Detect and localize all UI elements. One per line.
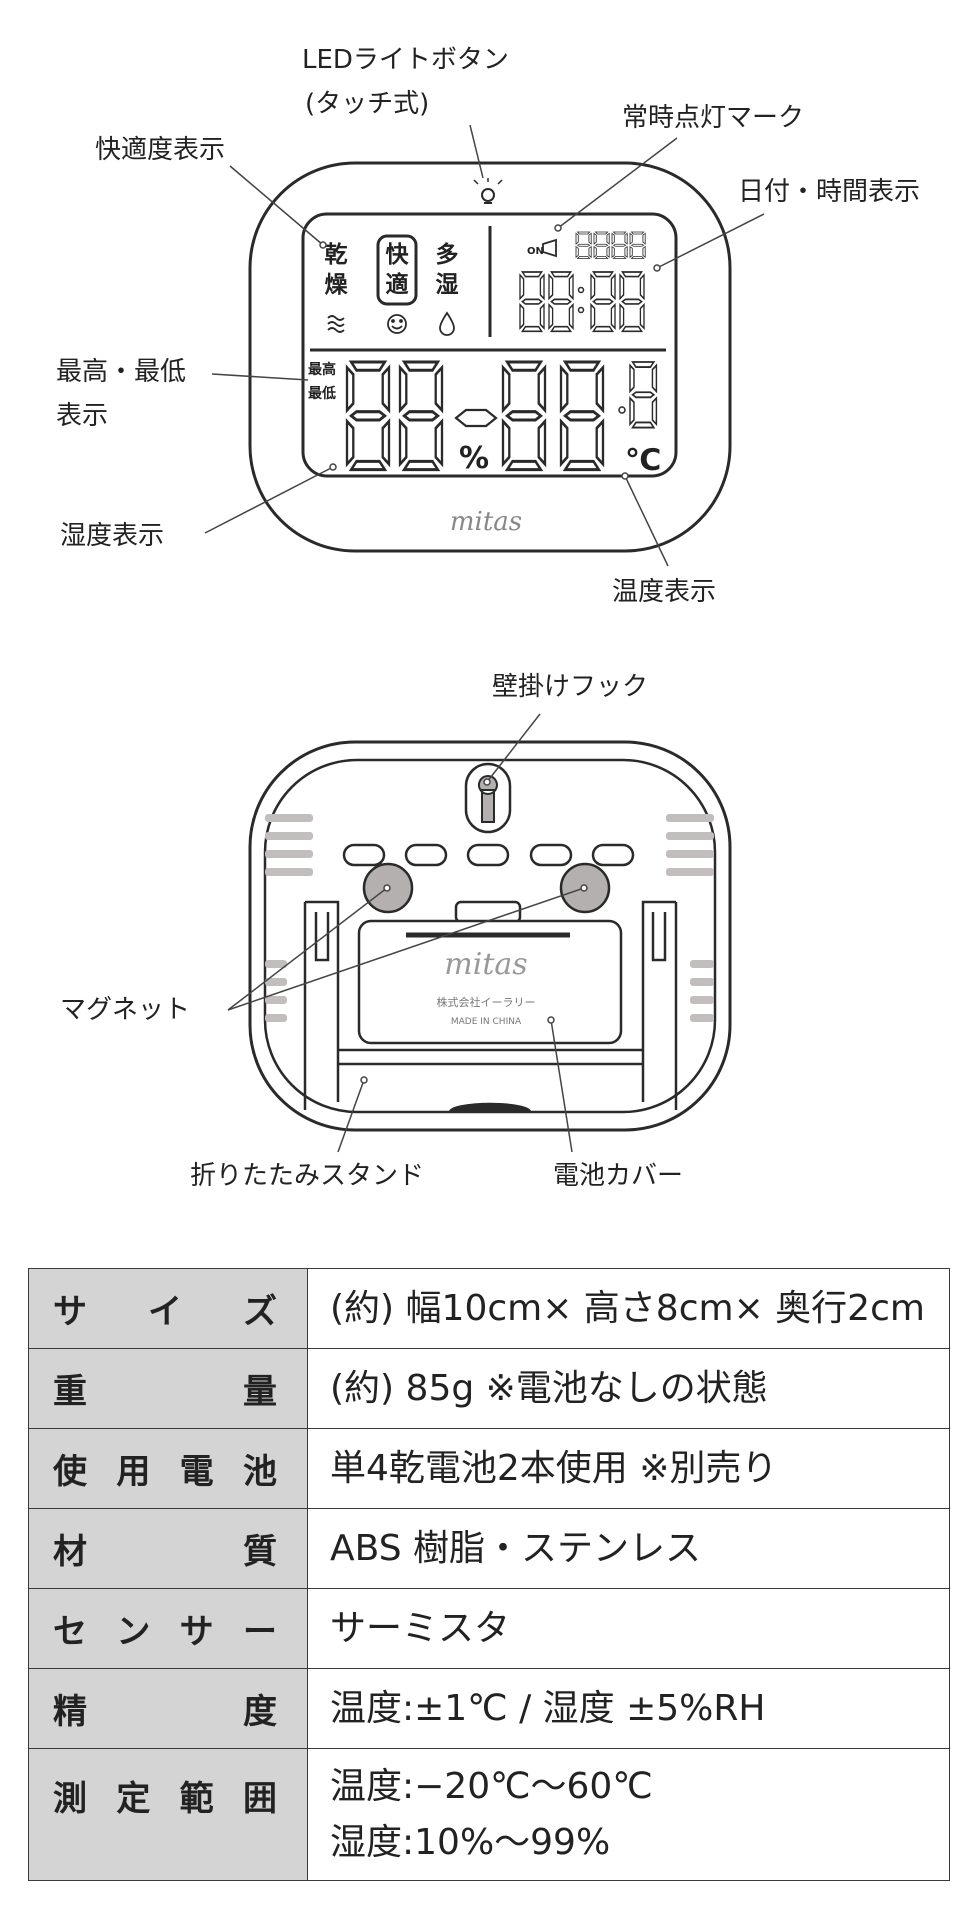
label-minmax: 最高・最低: [56, 357, 186, 387]
spec-table: サ イ ズ (約) 幅10cm× 高さ8cm× 奥行2cm 重 量 (約) 85…: [28, 1268, 950, 1881]
spec-label: 使 用 電 池: [28, 1428, 308, 1509]
cover-company: 株式会社イーラリー: [437, 995, 536, 1009]
spec-row-accuracy: 精 度 温度:±1℃ / 湿度 ±5%RH: [28, 1668, 950, 1749]
spec-char: セ: [53, 1612, 87, 1652]
spec-char: 質: [243, 1532, 277, 1572]
lcd-wet-1: 多: [436, 241, 459, 268]
spec-char: 囲: [242, 1779, 277, 1819]
lcd-comfort-2: 適: [386, 271, 409, 298]
vents-right: [666, 814, 714, 1022]
spec-char: 測: [53, 1779, 87, 1819]
spec-row-material: 材 質 ABS 樹脂・ステンレス: [28, 1508, 950, 1589]
spec-label: 材 質: [28, 1508, 308, 1589]
lcd-wet-2: 湿: [436, 272, 459, 298]
smile-face-icon: [387, 314, 407, 334]
lcd-min-text: 最低: [308, 385, 336, 402]
wall-hook: [464, 762, 512, 834]
spec-value: 温度:±1℃ / 湿度 ±5%RH: [307, 1668, 950, 1749]
temperature-digits: [501, 360, 658, 472]
spec-char: 量: [243, 1372, 277, 1412]
big-time-digits: [519, 271, 645, 333]
spec-row-range: 測 定 範 囲 温度:−20℃〜60℃ 湿度:10%〜99%: [28, 1748, 950, 1881]
label-datetime: 日付・時間表示: [738, 177, 920, 207]
spec-label: 測 定 範 囲: [28, 1748, 308, 1881]
label-magnet: マグネット: [60, 995, 190, 1025]
front-device: 乾 燥 快 適 多 湿 ON: [248, 161, 732, 553]
lcd-comfort-frame: [376, 234, 418, 306]
spec-char: サ: [53, 1292, 87, 1332]
spec-label: セ ン サ ー: [28, 1588, 308, 1669]
lcd-max-text: 最高: [308, 361, 336, 378]
spec-value: サーミスタ: [307, 1588, 950, 1669]
label-hook: 壁掛けフック: [492, 672, 648, 702]
water-drop-icon: [439, 311, 455, 336]
lcd-dry-2: 燥: [325, 272, 349, 298]
spec-char: 重: [53, 1372, 87, 1412]
lcd-celsius: ℃: [625, 443, 661, 478]
spec-value: 温度:−20℃〜60℃ 湿度:10%〜99%: [307, 1748, 950, 1881]
spec-char: ン: [116, 1612, 151, 1652]
back-callouts: 壁掛けフック マグネット 折りたたみスタンド 電池カバー: [60, 672, 683, 1191]
spec-value: (約) 85g ※電池なしの状態: [307, 1348, 950, 1429]
label-minmax-2: 表示: [56, 401, 108, 431]
spec-char: 使: [53, 1452, 87, 1492]
spec-char: ズ: [243, 1292, 277, 1332]
spec-char: サ: [179, 1612, 214, 1652]
lcd-dry-1: 乾: [325, 241, 348, 268]
spec-char: 材: [53, 1532, 87, 1572]
slots-row: [342, 843, 635, 867]
spec-char: 精: [53, 1692, 87, 1732]
label-temperature: 温度表示: [612, 577, 716, 607]
dash-segment: [454, 408, 498, 428]
led-bulb-icon[interactable]: [473, 178, 503, 204]
vents-left: [265, 814, 313, 1022]
spec-char: 度: [243, 1692, 277, 1732]
label-led-button: LEDライトボタン: [302, 45, 509, 75]
spec-char: ー: [242, 1612, 277, 1652]
label-comfort: 快適度表示: [95, 135, 225, 165]
spec-row-sensor: セ ン サ ー サーミスタ: [28, 1588, 950, 1669]
spec-char: 電: [179, 1452, 214, 1492]
spec-row-battery: 使 用 電 池 単4乾電池2本使用 ※別売り: [28, 1428, 950, 1509]
spec-char: 池: [242, 1452, 277, 1492]
label-battery-cover: 電池カバー: [553, 1161, 683, 1191]
lcd-on-text: ON: [527, 246, 544, 257]
folding-stand: [303, 900, 678, 1113]
cover-brand-logo: mitas: [444, 947, 527, 982]
spec-value: ABS 樹脂・ステンレス: [307, 1508, 950, 1589]
spec-char: 用: [116, 1452, 151, 1492]
spec-value-line: 湿度:10%〜99%: [330, 1821, 611, 1863]
spec-value: (約) 幅10cm× 高さ8cm× 奥行2cm: [307, 1268, 950, 1349]
label-stand: 折りたたみスタンド: [190, 1161, 424, 1191]
dry-wave-icon: [327, 315, 345, 333]
lamp-icon: [542, 238, 557, 258]
spec-value: 単4乾電池2本使用 ※別売り: [307, 1428, 950, 1509]
spec-label: サ イ ズ: [28, 1268, 308, 1349]
cover-made-in: MADE IN CHINA: [451, 1017, 522, 1027]
back-device: mitas 株式会社イーラリー MADE IN CHINA: [248, 740, 732, 1132]
spec-row-size: サ イ ズ (約) 幅10cm× 高さ8cm× 奥行2cm: [28, 1268, 950, 1349]
spec-label: 精 度: [28, 1668, 308, 1749]
spec-char: 定: [116, 1779, 151, 1819]
front-callouts: LEDライトボタン (タッチ式) 常時点灯マーク 快適度表示 日付・時間表示 最…: [56, 45, 920, 607]
spec-char: イ: [148, 1292, 182, 1332]
lcd-brand-logo: mitas: [450, 507, 522, 537]
spec-char: 範: [179, 1779, 214, 1819]
label-always-on: 常時点灯マーク: [622, 103, 804, 133]
spec-label: 重 量: [28, 1348, 308, 1429]
spec-row-weight: 重 量 (約) 85g ※電池なしの状態: [28, 1348, 950, 1429]
spec-value-line: 温度:−20℃〜60℃: [330, 1765, 653, 1807]
label-humidity: 湿度表示: [60, 521, 164, 551]
lcd-comfort-1: 快: [386, 242, 410, 268]
lcd-percent: %: [459, 441, 489, 476]
label-led-touch: (タッチ式): [305, 89, 429, 119]
